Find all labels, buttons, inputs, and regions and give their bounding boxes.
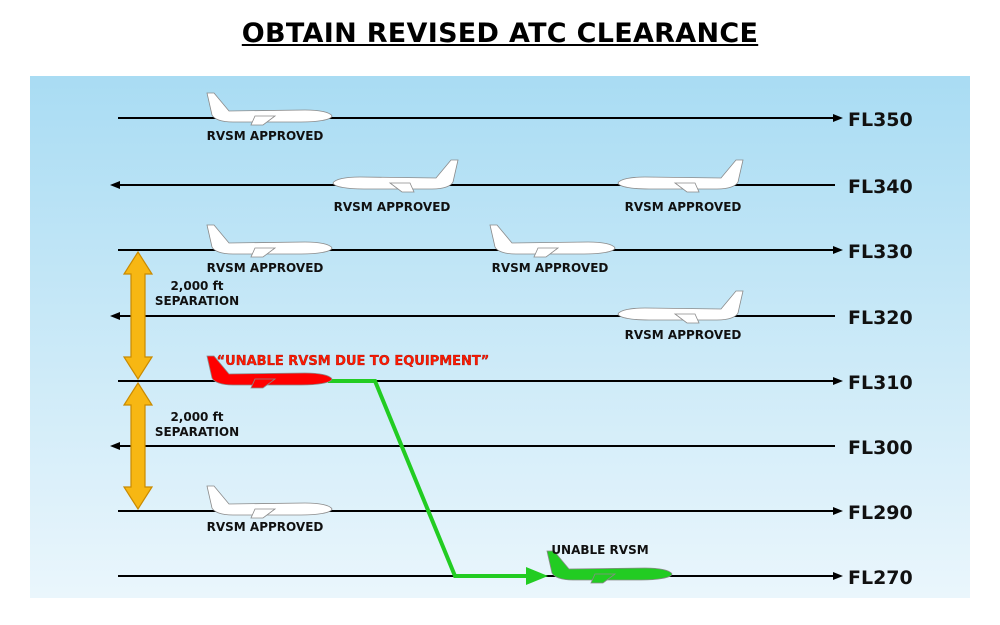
aircraft-label: RVSM APPROVED [207,129,324,143]
direction-arrow-east [833,377,843,385]
flight-level-label: FL320 [848,307,913,329]
separation-double-arrow [122,381,154,511]
direction-arrow-west [110,442,120,450]
direction-arrow-east [833,246,843,254]
separation-label: SEPARATION [155,294,239,308]
direction-arrow-west [110,312,120,320]
direction-arrow-west [110,181,120,189]
flight-level-label: FL300 [848,437,913,459]
flight-level-label: FL310 [848,372,913,394]
flight-level-label: FL350 [848,109,913,131]
clearance-path [328,379,528,578]
separation-double-arrow [122,250,154,381]
separation-label: 2,000 ft [170,279,223,293]
aircraft-label: “UNABLE RVSM DUE TO EQUIPMENT” [217,354,490,369]
clearance-path-arrowhead [526,567,548,585]
direction-arrow-east [833,114,843,122]
aircraft-label: RVSM APPROVED [625,328,742,342]
flight-level-label: FL340 [848,176,913,198]
aircraft-label: RVSM APPROVED [492,261,609,275]
direction-arrow-east [833,572,843,580]
aircraft-label: RVSM APPROVED [625,200,742,214]
flight-level-label: FL270 [848,567,913,589]
aircraft-label: UNABLE RVSM [551,543,648,557]
flight-level-label: FL330 [848,241,913,263]
flight-level-label: FL290 [848,502,913,524]
aircraft-label: RVSM APPROVED [207,261,324,275]
direction-arrow-east [833,507,843,515]
page-title: OBTAIN REVISED ATC CLEARANCE [241,18,759,49]
sky-background [30,76,970,598]
aircraft-label: RVSM APPROVED [334,200,451,214]
separation-label: 2,000 ft [170,410,223,424]
aircraft-label: RVSM APPROVED [207,520,324,534]
separation-label: SEPARATION [155,425,239,439]
